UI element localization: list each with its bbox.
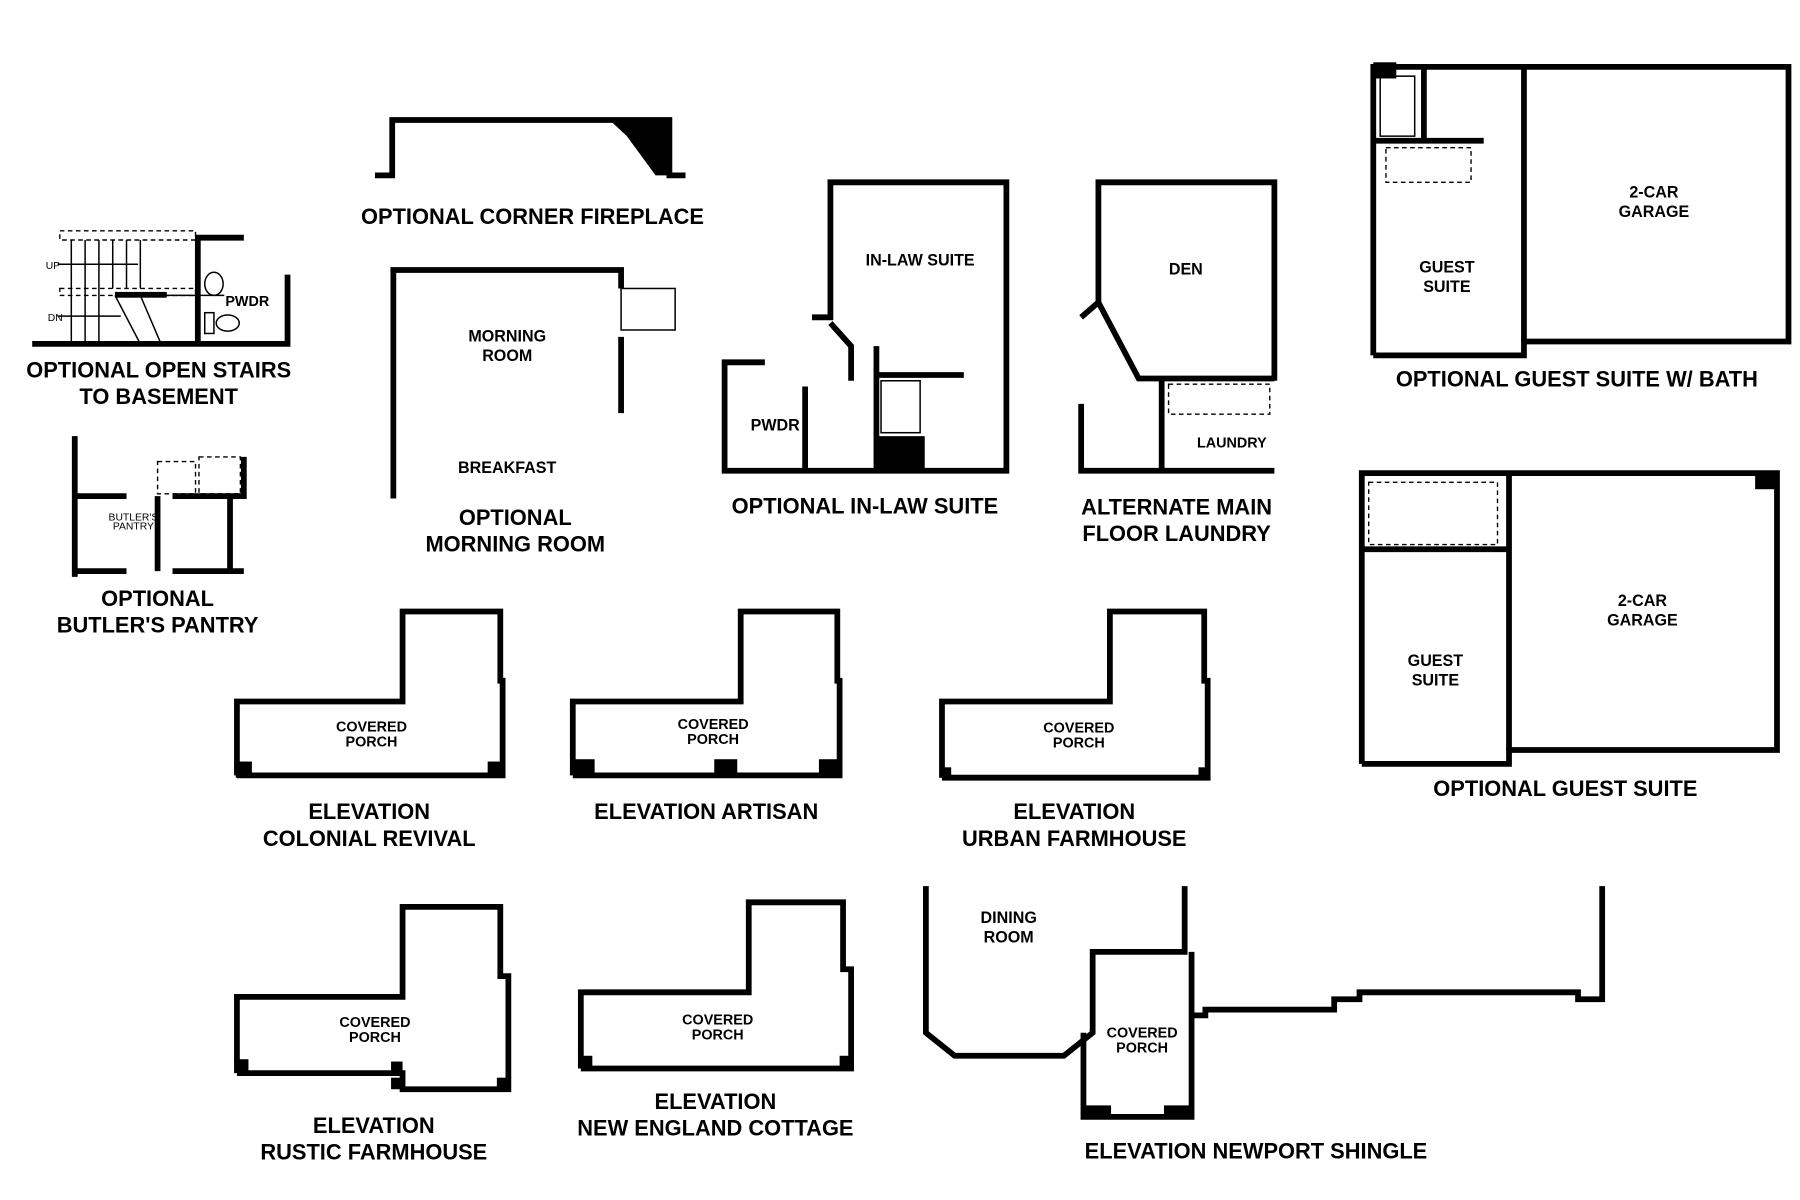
butlers-pantry-title-2: BUTLER'S PANTRY — [57, 612, 259, 637]
elevation-title-1: ELEVATION — [308, 799, 430, 824]
guest-suite-bath-garage-2: GARAGE — [1619, 203, 1690, 221]
elevation-rustic-farmhouse: COVERED PORCH ELEVATION RUSTIC FARMHOUSE — [234, 904, 512, 1165]
guest-suite-garage-1: 2-CAR — [1618, 592, 1668, 610]
morning-room-title-2: MORNING ROOM — [425, 532, 605, 557]
porch-label-2: PORCH — [349, 1030, 401, 1046]
butlers-pantry-room-2: PANTRY — [113, 522, 154, 533]
butlers-pantry-title-1: OPTIONAL — [101, 586, 214, 611]
elevation-title-1: ELEVATION — [313, 1113, 435, 1138]
corner-fireplace-plan: OPTIONAL CORNER FIREPLACE — [361, 117, 704, 229]
elevation-title-1: ELEVATION — [655, 1089, 777, 1114]
elevation-title-1: ELEVATION — [1013, 799, 1135, 824]
elevation-colonial-revival: COVERED PORCH ELEVATION COLONIAL REVIVAL — [234, 608, 506, 851]
morning-room-plan: MORNING ROOM BREAKFAST OPTIONAL MORNING … — [390, 267, 676, 557]
corner-fireplace-title: OPTIONAL CORNER FIREPLACE — [361, 204, 704, 229]
porch-label-2: PORCH — [692, 1028, 744, 1044]
open-stairs-title-2: TO BASEMENT — [79, 384, 238, 409]
den-label: DEN — [1169, 261, 1203, 279]
porch-label-1: COVERED — [1043, 721, 1114, 737]
elevation-urban-farmhouse: COVERED PORCH ELEVATION URBAN FARMHOUSE — [939, 608, 1211, 851]
porch-label-1: COVERED — [339, 1015, 410, 1031]
guest-suite-bath-guest-1: GUEST — [1419, 258, 1475, 276]
elevation-artisan: COVERED PORCH ELEVATION ARTISAN — [569, 608, 843, 824]
guest-suite-title: OPTIONAL GUEST SUITE — [1433, 776, 1697, 801]
in-law-suite-title: OPTIONAL IN-LAW SUITE — [732, 493, 999, 518]
elevation-title-1: ELEVATION ARTISAN — [594, 799, 818, 824]
guest-suite-plan: GUEST SUITE 2-CAR GARAGE OPTIONAL GUEST … — [1358, 470, 1780, 801]
morning-room-label-2: ROOM — [482, 347, 532, 365]
guest-suite-bath-garage-1: 2-CAR — [1629, 183, 1679, 201]
breakfast-label: BREAKFAST — [458, 459, 556, 477]
elevation-title-2: URBAN FARMHOUSE — [962, 826, 1186, 851]
guest-suite-garage-2: GARAGE — [1607, 611, 1678, 629]
porch-label-1: COVERED — [336, 720, 407, 736]
open-stairs-plan: UP DN PWDR OPTIONAL OPEN STAIRS TO BASEM… — [26, 230, 291, 409]
porch-label-1: COVERED — [678, 717, 749, 733]
laundry-title-1: ALTERNATE MAIN — [1081, 495, 1272, 520]
in-law-suite-room-label: IN-LAW SUITE — [866, 251, 975, 269]
elevation-new-england-cottage: COVERED PORCH ELEVATION NEW ENGLAND COTT… — [577, 899, 854, 1140]
porch-label-2: PORCH — [1053, 736, 1105, 752]
elevation-title-2: NEW ENGLAND COTTAGE — [577, 1115, 853, 1140]
laundry-title-2: FLOOR LAUNDRY — [1082, 521, 1271, 546]
guest-suite-guest-1: GUEST — [1408, 652, 1464, 670]
elevation-title-1: ELEVATION NEWPORT SHINGLE — [1085, 1138, 1428, 1163]
butlers-pantry-room-1: BUTLER'S — [109, 512, 159, 523]
morning-room-label-1: MORNING — [468, 328, 546, 346]
in-law-pwdr-label: PWDR — [751, 416, 801, 434]
elevation-newport-shingle: DINING ROOM COVERED PORCH ELEVATION NEWP… — [923, 886, 1606, 1163]
laundry-label: LAUNDRY — [1197, 436, 1267, 452]
pwdr-label: PWDR — [225, 294, 270, 310]
porch-label-1: COVERED — [682, 1013, 753, 1029]
in-law-suite-plan: IN-LAW SUITE PWDR OPTIONAL IN-LAW SUITE — [721, 179, 1010, 518]
dining-room-label-2: ROOM — [984, 929, 1034, 947]
dn-label: DN — [48, 313, 63, 324]
porch-label-2: PORCH — [687, 732, 739, 748]
elevation-title-2: RUSTIC FARMHOUSE — [260, 1140, 487, 1165]
porch-label-1: COVERED — [1107, 1025, 1178, 1041]
morning-room-title-1: OPTIONAL — [459, 505, 572, 530]
porch-label-2: PORCH — [346, 735, 398, 751]
open-stairs-title-1: OPTIONAL OPEN STAIRS — [26, 357, 291, 382]
elevation-title-2: COLONIAL REVIVAL — [263, 826, 476, 851]
butlers-pantry-plan: BUTLER'S PANTRY OPTIONAL BUTLER'S PANTRY — [57, 436, 259, 637]
dining-room-label-1: DINING — [981, 909, 1037, 927]
alternate-laundry-plan: DEN LAUNDRY ALTERNATE MAIN FLOOR LAUNDRY — [1078, 179, 1278, 546]
up-label: UP — [46, 261, 60, 272]
guest-suite-bath-plan: GUEST SUITE 2-CAR GARAGE OPTIONAL GUEST … — [1370, 62, 1792, 392]
guest-suite-bath-title: OPTIONAL GUEST SUITE W/ BATH — [1396, 367, 1758, 392]
guest-suite-guest-2: SUITE — [1412, 671, 1460, 689]
porch-label-2: PORCH — [1116, 1040, 1168, 1056]
guest-suite-bath-guest-2: SUITE — [1423, 278, 1471, 296]
